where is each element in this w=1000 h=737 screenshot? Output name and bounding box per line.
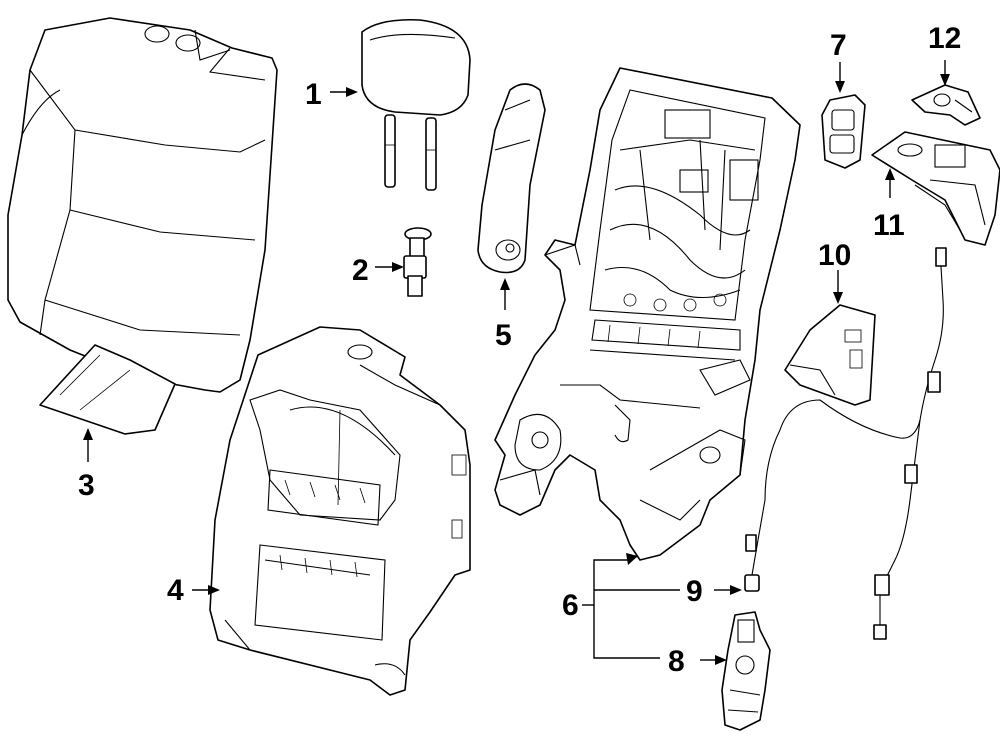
leader-5 (500, 278, 510, 310)
callout-8: 8 (668, 645, 685, 678)
part-9-connector[interactable] (744, 534, 760, 592)
callout-1: 1 (305, 78, 322, 111)
leader-9 (714, 585, 742, 595)
leader-12 (940, 60, 950, 86)
part-4-seat-back-panel[interactable] (209, 326, 471, 696)
part-12-bracket[interactable] (911, 84, 981, 126)
part-wiring-harness[interactable] (751, 247, 947, 640)
callout-2: 2 (352, 254, 369, 287)
leader-1 (330, 87, 358, 97)
leader-3 (83, 428, 93, 462)
part-3-seat-back-cover[interactable] (7, 17, 278, 435)
leader-10 (833, 270, 843, 304)
callout-3: 3 (78, 469, 95, 502)
callout-5: 5 (495, 319, 512, 352)
leader-8 (700, 655, 727, 665)
callout-12: 12 (928, 22, 961, 55)
callout-11: 11 (873, 209, 905, 242)
part-1-headrest[interactable] (361, 18, 471, 191)
part-7-latch-cover[interactable] (821, 94, 866, 169)
part-10-cover-panel[interactable] (784, 304, 876, 406)
leader-7 (835, 62, 845, 93)
callout-6: 6 (562, 589, 579, 622)
callout-9: 9 (686, 575, 703, 608)
leader-11 (885, 168, 895, 198)
part-6-seat-back-frame[interactable] (494, 67, 801, 561)
part-8-recliner-motor[interactable] (721, 611, 771, 731)
leader-2 (375, 262, 404, 272)
part-2-headrest-guide[interactable] (403, 227, 432, 297)
callout-10: 10 (818, 239, 851, 272)
callout-4: 4 (167, 574, 184, 607)
callout-7: 7 (830, 29, 847, 62)
leader-6 (582, 553, 680, 659)
part-11-latch-assembly[interactable] (871, 131, 1000, 246)
part-5-armrest[interactable] (477, 83, 546, 274)
leader-4 (192, 585, 220, 595)
